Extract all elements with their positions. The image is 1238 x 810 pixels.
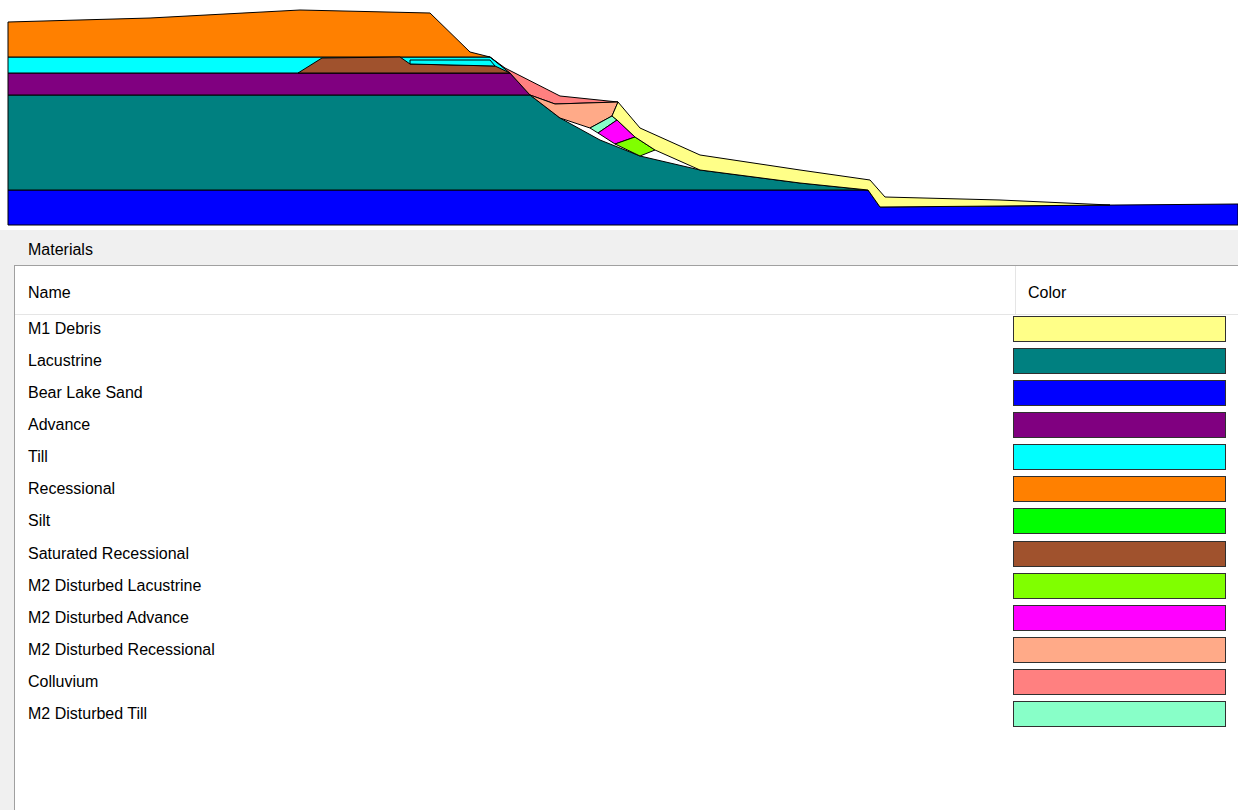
saturated-recessional-lens [298, 57, 510, 73]
legend-label: M2 Disturbed Advance [28, 608, 189, 628]
legend-swatch [1013, 316, 1226, 342]
advance-layer [8, 73, 530, 95]
legend-swatch [1013, 476, 1226, 502]
legend-swatch [1013, 541, 1226, 567]
legend-label: Lacustrine [28, 351, 102, 371]
legend-swatch [1013, 605, 1226, 631]
legend-label: M2 Disturbed Till [28, 704, 147, 724]
debris-layer [612, 102, 1110, 207]
legend-label: M1 Debris [28, 319, 101, 339]
bear-lake-sand-layer [8, 190, 1238, 225]
legend-swatch [1013, 380, 1226, 406]
header-divider [15, 314, 1238, 315]
legend-swatch [1013, 508, 1226, 534]
panel-title: Materials [28, 240, 93, 260]
legend-swatch [1013, 412, 1226, 438]
recessional-layer [8, 10, 490, 57]
column-header: Color [1028, 283, 1066, 303]
column-divider [1015, 266, 1016, 314]
column-header: Name [28, 283, 71, 303]
legend-swatch [1013, 348, 1226, 374]
lacustrine-layer [8, 95, 868, 190]
legend-label: Recessional [28, 479, 115, 499]
legend-label: Till [28, 447, 48, 467]
legend-label: Saturated Recessional [28, 544, 189, 564]
legend-label: Advance [28, 415, 90, 435]
legend-label: M2 Disturbed Recessional [28, 640, 215, 660]
legend-swatch [1013, 637, 1226, 663]
legend-label: M2 Disturbed Lacustrine [28, 576, 201, 596]
legend-label: Silt [28, 511, 50, 531]
till-layer [8, 57, 510, 73]
cross-section [0, 0, 1238, 230]
legend-swatch [1013, 444, 1226, 470]
legend-label: Bear Lake Sand [28, 383, 143, 403]
legend-swatch [1013, 573, 1226, 599]
colluvium-zone [490, 57, 618, 104]
legend-label: Colluvium [28, 672, 98, 692]
legend-swatch [1013, 701, 1226, 727]
till-sliver [410, 60, 495, 66]
materials-panel [14, 265, 1238, 810]
legend-swatch [1013, 669, 1226, 695]
